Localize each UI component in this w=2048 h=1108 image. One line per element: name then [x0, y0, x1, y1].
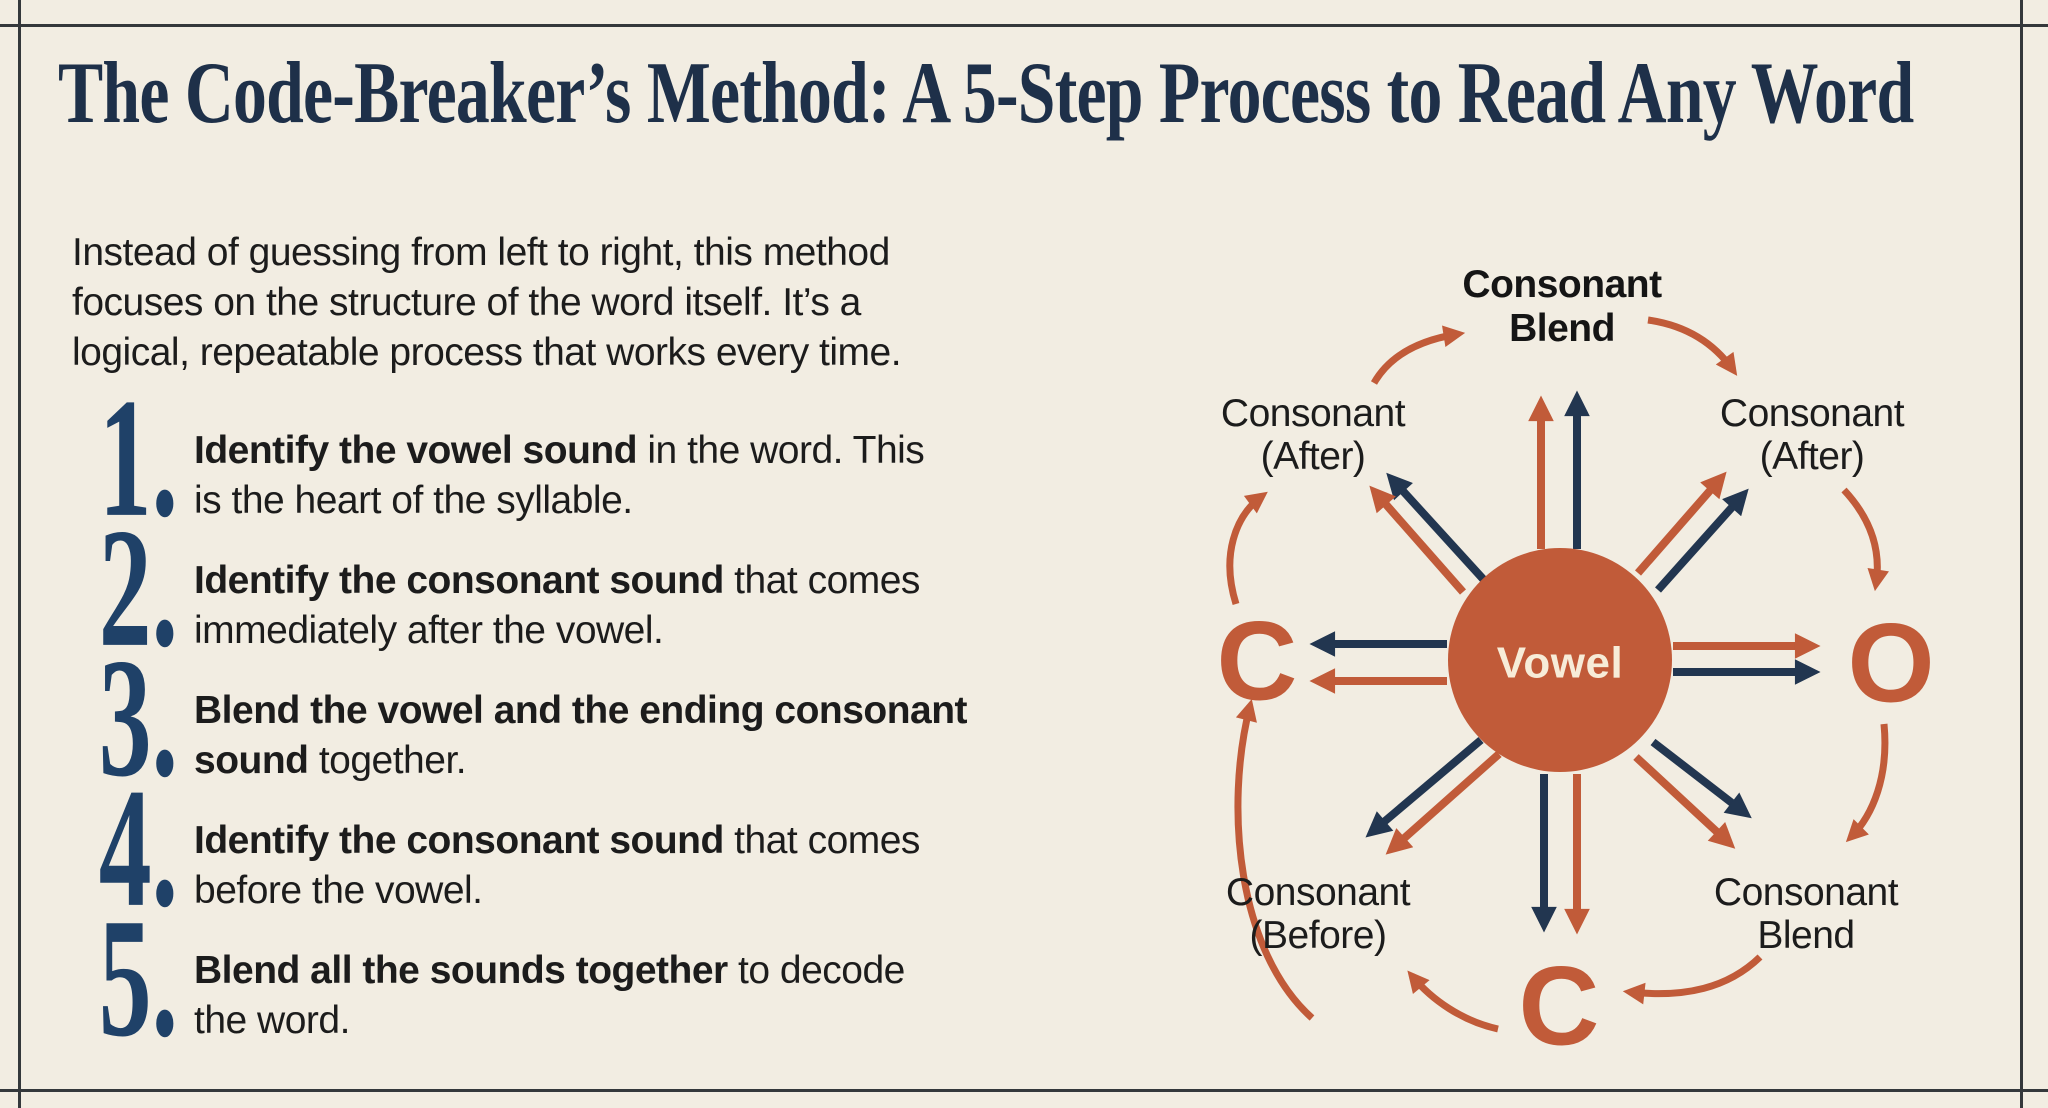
label-consonant-after-right-line1: Consonant [1720, 392, 1905, 435]
arrow-lower-right-orange [1633, 754, 1736, 849]
label-consonant-blend-bottom-line1: Consonant [1714, 871, 1899, 914]
curved-arrow-blend-top-to-after [1647, 316, 1738, 376]
step-text-segment: immediately after the vowel. [194, 609, 664, 652]
label-consonant-after-right-line2: (After) [1760, 435, 1865, 478]
cvc-word-structure-diagram: Vowel C O C Consonant Blend Consonant (A… [1217, 263, 1935, 1069]
label-consonant-after-left-line2: (After) [1261, 435, 1366, 478]
step-text-line: Identify the vowel sound in the word. Th… [194, 426, 925, 476]
step-number-text: 1. [98, 362, 178, 552]
frame-line-bottom [0, 1089, 2048, 1092]
step-row: 3. Blend the vowel and the ending conson… [58, 632, 968, 814]
step-text-bold-segment: Blend the vowel and the ending consonant [194, 689, 968, 732]
diagram-labels: Consonant Blend Consonant (After) Conson… [1221, 263, 1905, 957]
step-text-segment: to decode [727, 949, 905, 992]
step-text-line: Blend the vowel and the ending consonant [194, 686, 968, 736]
frame-line-right [2020, 0, 2023, 1108]
frame-line-left [18, 0, 21, 1108]
step-number: 4. [58, 762, 178, 932]
step-row: 4. Identify the consonant sound that com… [58, 762, 967, 944]
label-consonant-blend-top-line2: Blend [1509, 307, 1615, 350]
step-number-text: 3. [98, 622, 178, 812]
curved-arrow-after-to-o [1841, 487, 1889, 592]
step-text-line: is the heart of the syllable. [194, 476, 924, 526]
label-consonant-before-line1: Consonant [1226, 871, 1411, 914]
curved-arrow-o-to-blend-bottom [1845, 723, 1889, 843]
frame-line-top [0, 24, 2048, 27]
arrow-lower-right-navy [1650, 738, 1752, 819]
step-text-segment: together. [308, 739, 467, 782]
curved-arrow-c-to-before [1407, 970, 1499, 1033]
label-consonant-after-left-line1: Consonant [1221, 392, 1406, 435]
curved-arrow-c-left-to-after [1226, 491, 1268, 606]
curved-arrow-before-to-c-left [1234, 698, 1315, 1021]
step-text-bold-segment: Identify the consonant sound [194, 559, 724, 602]
step-text-segment: that comes [723, 559, 920, 602]
step-text-segment: before the vowel. [194, 869, 483, 912]
step-text-segment: that comes [723, 819, 920, 862]
curved-ring-arrows [1226, 316, 1889, 1033]
steps-list: 1. Identify the vowel sound in the word.… [58, 372, 968, 1074]
step-row: 2. Identify the consonant sound that com… [58, 502, 967, 684]
arrow-lower-left-orange [1385, 751, 1502, 855]
step-text-line: immediately after the vowel. [194, 606, 920, 656]
label-consonant-before-line2: (Before) [1250, 914, 1387, 957]
step-text-line: Identify the consonant sound that comes [194, 556, 920, 606]
step-text-line: Identify the consonant sound that comes [194, 816, 920, 866]
step-row: 1. Identify the vowel sound in the word.… [58, 372, 967, 554]
step-number-text: 5. [98, 882, 178, 1072]
intro-line: logical, repeatable process that works e… [72, 331, 902, 374]
step-text-bold-segment: Identify the consonant sound [194, 819, 724, 862]
arrow-upper-right-navy [1655, 488, 1749, 593]
step-text-bold-segment: sound [194, 739, 309, 782]
arrow-upper-right-orange [1634, 471, 1727, 576]
step-number: 5. [58, 892, 178, 1062]
step-number-text: 2. [98, 492, 178, 682]
step-number-text: 4. [98, 752, 178, 942]
arrow-lower-left-navy [1365, 736, 1484, 838]
step-text-line: sound together. [194, 736, 967, 786]
intro-paragraph: Instead of guessing from left to right, … [72, 228, 902, 378]
letter-o-right: O [1847, 601, 1934, 726]
step-number: 1. [58, 372, 178, 542]
step-text-segment: is the heart of the syllable. [194, 479, 633, 522]
letter-c-left: C [1217, 599, 1298, 724]
curved-arrow-after-to-blend-top [1370, 325, 1466, 385]
label-consonant-blend-bottom-line2: Blend [1757, 914, 1854, 957]
vowel-circle [1448, 548, 1672, 772]
page-title: The Code-Breaker’s Method: A 5-Step Proc… [58, 45, 1914, 142]
radiating-arrows [1309, 390, 1821, 935]
step-text-line: the word. [194, 996, 905, 1046]
step-text-segment: the word. [194, 999, 350, 1042]
letter-c-bottom: C [1519, 944, 1600, 1069]
step-number: 2. [58, 502, 178, 672]
step-text: Blend the vowel and the ending consonant… [194, 684, 968, 786]
intro-line: Instead of guessing from left to right, … [72, 231, 890, 274]
step-text-line: Blend all the sounds together to decode [194, 946, 905, 996]
step-number: 3. [58, 632, 178, 802]
arrow-upper-left-navy [1386, 472, 1487, 583]
step-row: 5. Blend all the sounds together to deco… [58, 892, 967, 1074]
step-text-bold-segment: Blend all the sounds together [194, 949, 728, 992]
label-consonant-blend-top-line1: Consonant [1462, 263, 1662, 306]
vowel-label: Vowel [1497, 639, 1623, 688]
intro-line: focuses on the structure of the word its… [72, 281, 861, 324]
curved-arrow-blend-bottom-to-c [1622, 954, 1763, 1005]
step-text-bold-segment: Identify the vowel sound [194, 429, 638, 472]
step-text: Identify the vowel sound in the word. Th… [194, 424, 925, 526]
arrow-upper-left-orange [1369, 485, 1467, 595]
step-text-line: before the vowel. [194, 866, 920, 916]
step-text-segment: in the word. This [637, 429, 925, 472]
